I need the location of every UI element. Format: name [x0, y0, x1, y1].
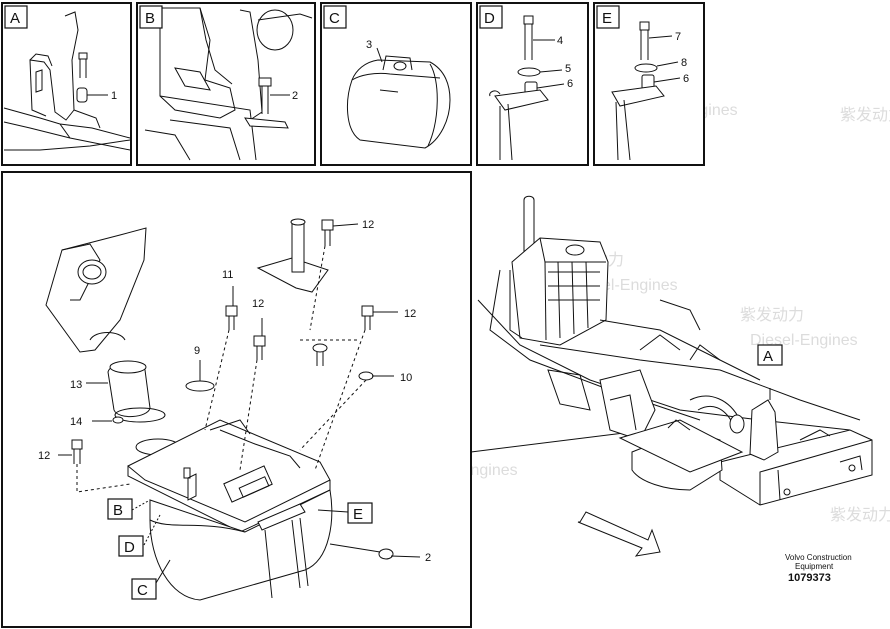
panel-b-tag-box	[139, 5, 163, 29]
watermark-brand: 紫发动力	[840, 106, 890, 124]
panel-a-tag-box	[4, 5, 28, 29]
callout-4: 4	[557, 35, 563, 47]
info-line-2: Equipment	[795, 562, 834, 571]
panel-d-tag: D	[484, 10, 495, 27]
callout-2-main: 2	[425, 552, 431, 564]
panel-b	[136, 2, 316, 166]
callout-12d: 12	[38, 450, 50, 462]
panel-d-tag-box	[479, 5, 503, 29]
main-tag-b-box	[107, 498, 133, 520]
connector-line	[470, 431, 633, 453]
callout-10: 10	[400, 372, 412, 384]
watermark-brand: 紫发动力	[830, 506, 890, 524]
callout-9: 9	[194, 345, 200, 357]
callout-8: 8	[681, 57, 687, 69]
main-tag-d-box	[118, 535, 144, 557]
panel-b-tag: B	[145, 10, 155, 27]
callout-11: 11	[222, 269, 233, 281]
callout-3: 3	[366, 39, 372, 51]
main-exploded-view	[1, 171, 472, 628]
panel-c-tag-box	[323, 5, 347, 29]
main-tag-d: D	[124, 539, 135, 556]
panel-a-tag: A	[10, 10, 20, 27]
callout-13: 13	[70, 379, 82, 391]
callout-2: 2	[292, 90, 298, 102]
panel-c	[320, 2, 472, 166]
main-tag-e-box	[347, 502, 373, 524]
main-tag-c-box	[131, 578, 157, 600]
callout-12b: 12	[252, 298, 264, 310]
main-tag-c: C	[137, 582, 148, 599]
panel-d	[476, 2, 589, 166]
callout-1: 1	[111, 90, 117, 102]
callout-6: 6	[567, 78, 573, 90]
overview-machine	[477, 195, 873, 557]
watermark-brand: 紫发动力	[740, 306, 804, 324]
main-tag-e: E	[353, 506, 363, 523]
main-tag-b: B	[113, 502, 123, 519]
panel-c-tag: C	[329, 10, 340, 27]
panel-e	[593, 2, 705, 166]
callout-6b: 6	[683, 73, 689, 85]
callout-12c: 12	[404, 308, 416, 320]
panel-a	[1, 2, 132, 166]
panel-e-tag: E	[602, 10, 612, 27]
info-line-1: Volvo Construction	[785, 553, 852, 562]
callout-7: 7	[675, 31, 681, 43]
panel-e-tag-box	[596, 5, 620, 29]
callout-5: 5	[565, 63, 571, 75]
callout-14: 14	[70, 416, 82, 428]
drawing-number: 1079373	[788, 572, 831, 584]
overview-tag-box	[757, 344, 783, 366]
callout-12a: 12	[362, 219, 374, 231]
overview-tag: A	[763, 348, 773, 365]
